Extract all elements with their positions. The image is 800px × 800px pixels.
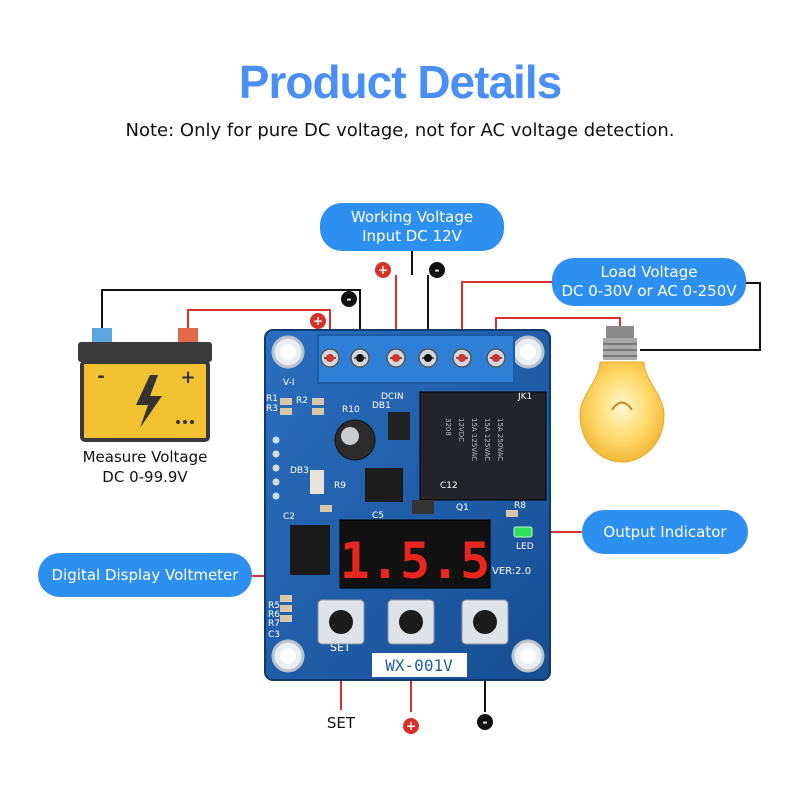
svg-text:-: - (435, 263, 440, 277)
battery-plus-sign: + (180, 367, 195, 388)
silk-v-i: V-I (283, 378, 295, 388)
output-indicator-callout: Output Indicator (582, 510, 748, 554)
battery-minus-sign: - (97, 366, 104, 387)
seven-segment-display: 1.5.5 (339, 519, 491, 590)
svg-text:+: + (378, 263, 388, 277)
relay-text-2: 15A 125VAC (483, 418, 491, 461)
relay-board: 15A 250VAC 15A 125VAC 15A 125VAC 12VDC 3… (264, 329, 551, 681)
silk-r8: R8 (514, 501, 526, 511)
model-label: WX-001V (385, 656, 453, 675)
load-voltage-callout: Load Voltage DC 0-30V or AC 0-250V (552, 258, 746, 306)
set-label: SET (326, 714, 356, 732)
light-bulb-icon (579, 326, 665, 463)
silk-c2: C2 (283, 512, 295, 522)
silk-c3: C3 (268, 630, 280, 640)
components (272, 398, 518, 622)
digital-display-label: Digital Display Voltmeter (51, 565, 239, 584)
measure-voltage-label: Measure Voltage DC 0-99.9V (60, 447, 230, 487)
relay: 15A 250VAC 15A 125VAC 15A 125VAC 12VDC 3… (419, 391, 547, 501)
silk-c12: C12 (440, 481, 458, 491)
mounting-holes (271, 335, 545, 673)
output-indicator-label: Output Indicator (603, 522, 727, 541)
relay-text-5: 3208 (444, 418, 452, 436)
relay-text-4: 12VDC (457, 418, 465, 442)
display-digits: 1.5.5 (340, 532, 491, 590)
polarity-markers: + - + - + - (310, 262, 493, 734)
silk-r1: R1 (266, 394, 278, 404)
silk-c5: C5 (372, 511, 384, 521)
battery-icon: - + (78, 328, 212, 442)
set-button[interactable] (329, 610, 353, 634)
silk-r9: R9 (334, 481, 346, 491)
working-voltage-callout: Working Voltage Input DC 12V (320, 203, 504, 251)
silk-jk1: JK1 (517, 392, 532, 402)
relay-text-1: 15A 250VAC (496, 418, 504, 461)
working-voltage-line1: Working Voltage (350, 208, 474, 226)
silk-dcin: DCIN (381, 392, 404, 402)
minus-button[interactable] (473, 610, 497, 634)
svg-text:+: + (313, 314, 323, 328)
push-buttons (317, 599, 509, 645)
measure-voltage-line1: Measure Voltage (82, 448, 208, 466)
silk-db3: DB3 (290, 466, 309, 476)
note-text: Note: Only for pure DC voltage, not for … (125, 120, 675, 141)
version-label: VER:2.0 (492, 566, 531, 577)
silk-r7: R7 (268, 619, 280, 629)
page-title: Product Details (238, 56, 562, 108)
silk-r2: R2 (296, 396, 308, 406)
silk-db1: DB1 (372, 401, 391, 411)
plus-button[interactable] (399, 610, 423, 634)
silk-led: LED (516, 542, 534, 552)
output-led (513, 526, 533, 538)
relay-text-3: 15A 125VAC (470, 418, 478, 461)
load-voltage-line1: Load Voltage (600, 263, 698, 281)
silk-r6: R6 (268, 610, 280, 620)
measure-voltage-line2: DC 0-99.9V (102, 468, 188, 486)
terminal-block (317, 334, 515, 384)
svg-text:+: + (406, 719, 416, 733)
digital-display-callout: Digital Display Voltmeter (38, 553, 252, 597)
silk-r3: R3 (266, 404, 278, 414)
svg-text:-: - (483, 715, 488, 729)
load-voltage-line2: DC 0-30V or AC 0-250V (561, 282, 737, 300)
silk-q1: Q1 (456, 503, 469, 513)
silk-r5: R5 (268, 601, 280, 611)
working-voltage-line2: Input DC 12V (362, 227, 462, 245)
silk-r10: R10 (342, 405, 360, 415)
svg-text:-: - (347, 292, 352, 306)
